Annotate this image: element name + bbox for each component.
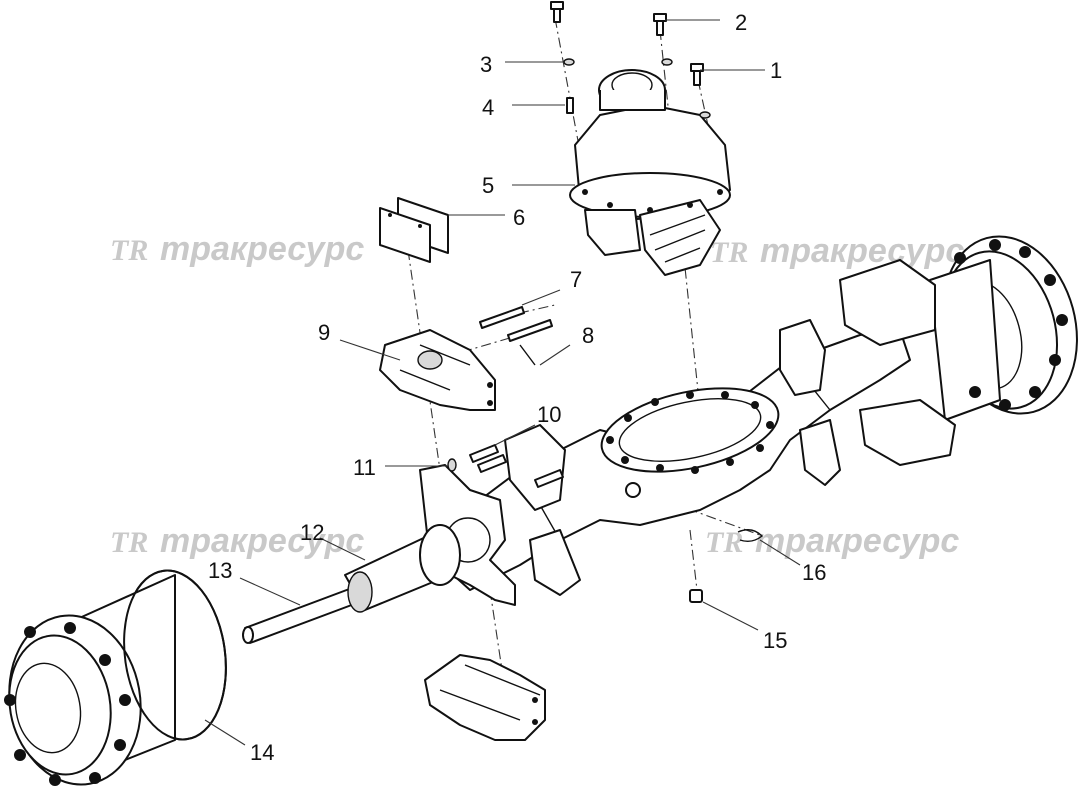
- watermark-logo: TR: [110, 234, 148, 267]
- bolt-1: [690, 63, 704, 86]
- callout-16: 16: [802, 560, 826, 585]
- callout-4: 4: [482, 95, 494, 120]
- watermark-logo: TR: [110, 526, 148, 559]
- clip-16: [737, 529, 764, 543]
- callout-3: 3: [480, 52, 492, 77]
- drain-plug-15: [689, 589, 703, 603]
- watermark-top-right: TR тракресурс: [710, 232, 964, 270]
- callout-15: 15: [763, 628, 787, 653]
- washer: [699, 111, 711, 119]
- caliper-pins: [479, 306, 553, 366]
- watermark-text: тракресурс: [160, 230, 364, 268]
- lower-brake-caliper: [424, 654, 546, 741]
- callout-14: 14: [250, 740, 274, 765]
- bolt-2: [653, 13, 667, 36]
- washer: [661, 58, 673, 66]
- watermark-text: тракресурс: [755, 522, 959, 560]
- callout-10: 10: [537, 402, 561, 427]
- brake-pads: [379, 197, 449, 263]
- callout-2: 2: [735, 10, 747, 35]
- flange-bolts: [447, 444, 564, 488]
- watermark-top-left: TR тракресурс: [110, 230, 364, 268]
- callout-11: 11: [353, 455, 376, 480]
- washer-3: [563, 58, 575, 66]
- watermark-bottom-right: TR тракресурс: [705, 522, 959, 560]
- pin-4: [566, 97, 574, 114]
- watermark-text: тракресурс: [760, 232, 964, 270]
- callout-5: 5: [482, 173, 494, 198]
- right-wheel-hub: [839, 235, 1078, 466]
- watermark-logo: TR: [705, 526, 743, 559]
- leader-lines: [204, 19, 801, 746]
- callout-13: 13: [208, 558, 232, 583]
- upper-brake-caliper: [379, 329, 496, 411]
- watermark-bottom-left: TR тракресурс: [110, 522, 364, 560]
- washer-11: [447, 458, 457, 472]
- callout-8: 8: [582, 323, 594, 348]
- callout-7: 7: [570, 267, 582, 292]
- carrier-fasteners: [550, 1, 711, 119]
- callouts: 1 2 3 4 5 6 7 8 9 10 11 12 13 14 15 16: [208, 10, 826, 765]
- watermark-text: тракресурс: [160, 522, 364, 560]
- bolt-top: [550, 1, 564, 23]
- differential-carrier: [569, 69, 731, 276]
- callout-1: 1: [770, 58, 782, 83]
- watermark-logo: TR: [710, 236, 748, 269]
- axle-shaft: [242, 524, 461, 644]
- callout-12: 12: [300, 520, 324, 545]
- callout-9: 9: [318, 320, 330, 345]
- left-wheel-hub: [4, 569, 227, 786]
- callout-6: 6: [513, 205, 525, 230]
